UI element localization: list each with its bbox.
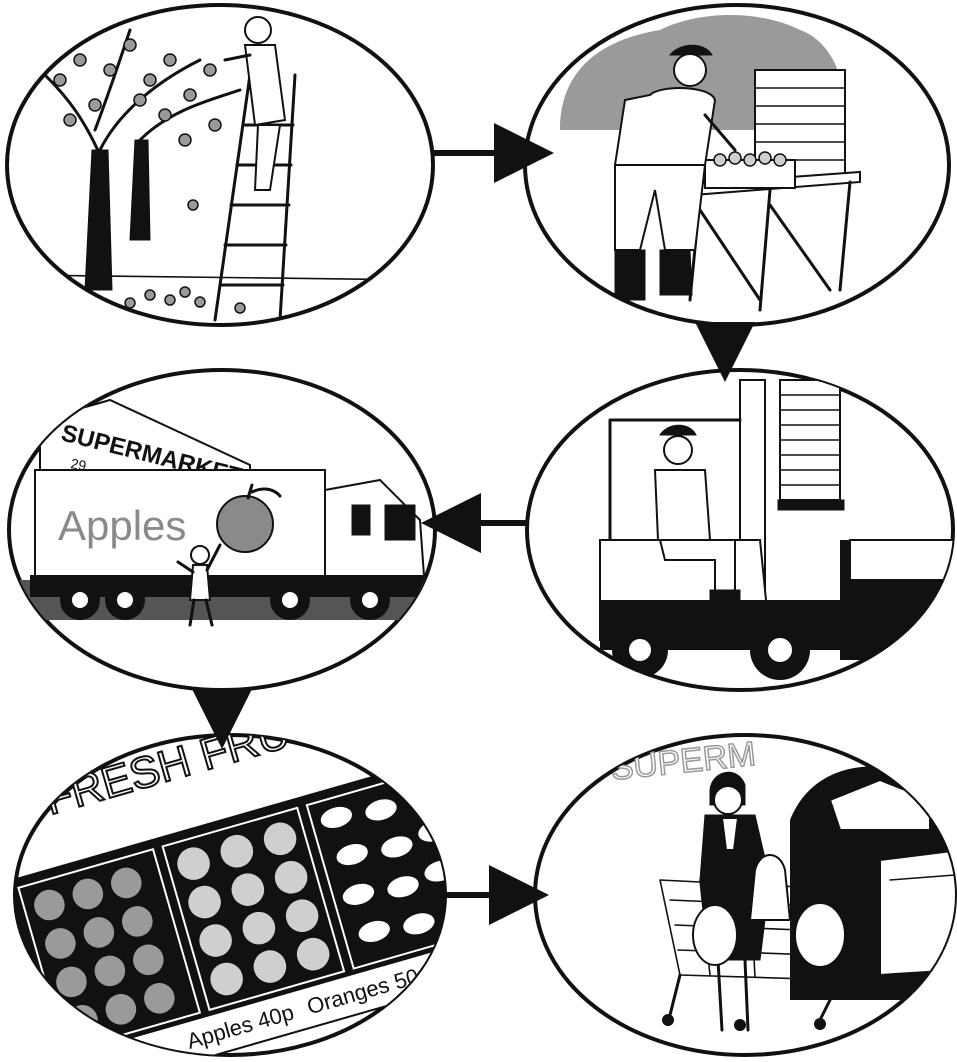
price-label-lemons: Lem bbox=[444, 943, 492, 979]
panel-display: FRESH FRU bbox=[6, 708, 510, 1062]
panel-transport: SUPERMARKET 29 Apples bbox=[9, 370, 440, 690]
apple-logo-icon bbox=[217, 496, 273, 552]
apple-crate bbox=[705, 152, 795, 188]
panel-picking bbox=[7, 5, 433, 325]
panel-packing bbox=[525, 5, 949, 325]
panel-shopping: SUPERM bbox=[535, 735, 957, 1055]
truck-logo-text: Apples bbox=[58, 502, 186, 549]
panel-loading bbox=[527, 370, 957, 690]
pallet-crates bbox=[778, 380, 844, 510]
